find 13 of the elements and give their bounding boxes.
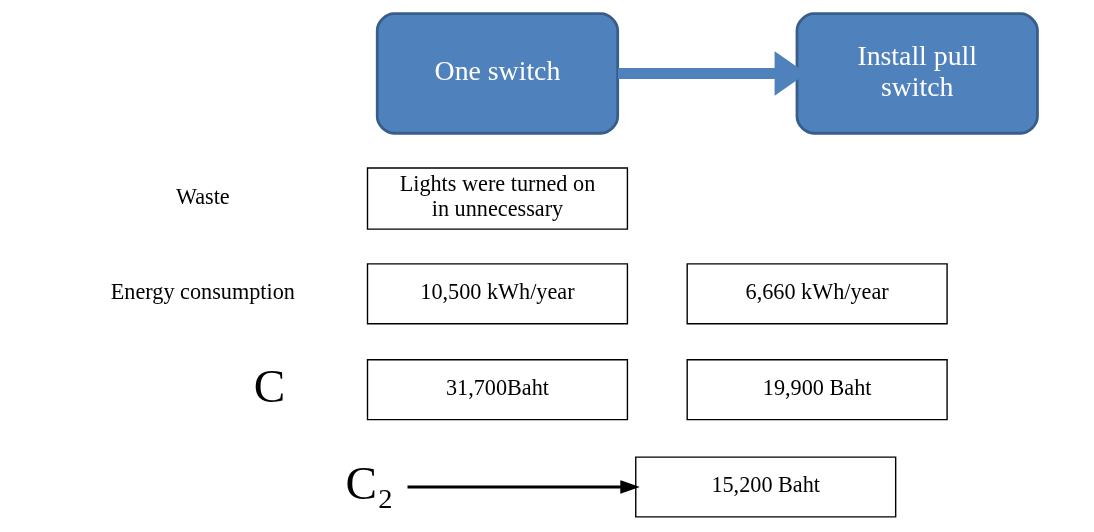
node-box: 10,500 kWh/year: [366, 263, 628, 325]
node-box: 31,700Baht: [366, 359, 628, 421]
node-box: One switch: [375, 12, 619, 135]
node-text: C₂: [345, 457, 394, 510]
node-box: 6,660 kWh/year: [686, 263, 948, 325]
label: C: [253, 359, 285, 412]
arrow: [407, 480, 640, 494]
label: Energy consumption: [110, 279, 295, 305]
node-box: 15,200 Baht: [634, 456, 896, 518]
node-box: 19,900 Baht: [686, 359, 948, 421]
node-box: Install pull switch: [795, 12, 1039, 135]
label: Waste: [175, 183, 230, 209]
node-box: Lights were turned on in unnecessary: [366, 167, 628, 230]
